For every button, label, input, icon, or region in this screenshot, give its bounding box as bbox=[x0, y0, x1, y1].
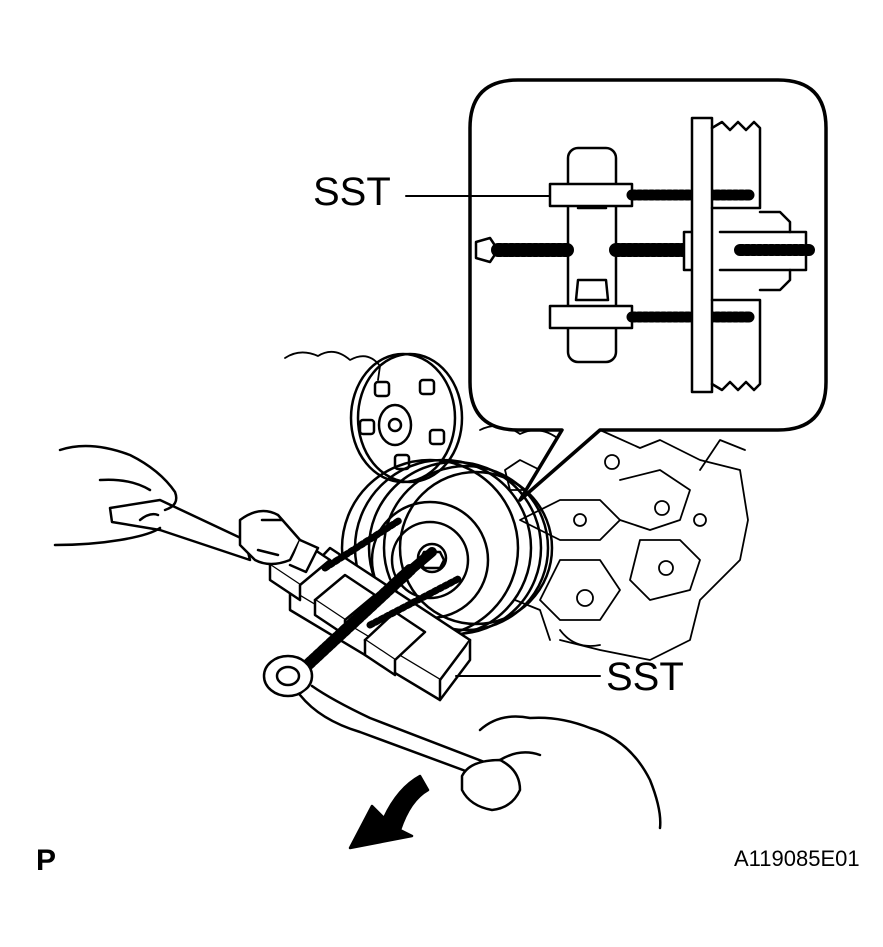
corner-mark: P bbox=[36, 844, 57, 877]
rotation-arrow bbox=[348, 774, 430, 850]
figure-id: A119085E01 bbox=[734, 846, 860, 871]
detail-callout bbox=[468, 78, 828, 502]
combination-wrench bbox=[262, 654, 502, 782]
adjustable-wrench bbox=[108, 498, 320, 574]
left-hand bbox=[53, 444, 178, 547]
pulley-puller-tool bbox=[268, 516, 472, 702]
right-hand bbox=[460, 715, 662, 830]
engine-block bbox=[284, 350, 749, 661]
sst-label-top: SST bbox=[313, 170, 391, 214]
sst-label-bottom: SST bbox=[606, 655, 684, 699]
upper-pulley bbox=[349, 352, 464, 484]
